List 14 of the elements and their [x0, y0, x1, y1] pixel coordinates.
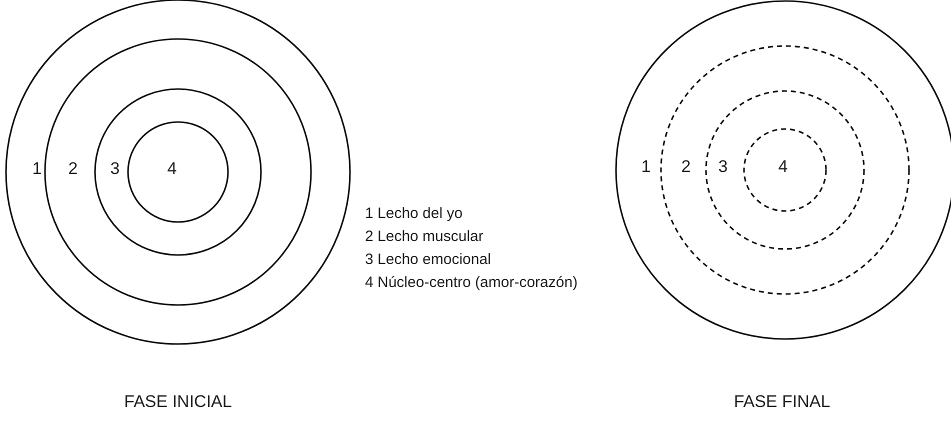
ring-number: 1	[32, 159, 42, 179]
legend-item: 1 Lecho del yo	[365, 205, 463, 222]
ring-number: 2	[68, 159, 78, 179]
ring-number: 1	[641, 157, 651, 177]
phase-caption: FASE INICIAL	[124, 392, 232, 412]
ring-number: 2	[681, 157, 691, 177]
ring-number: 3	[718, 157, 728, 177]
ring-number: 4	[778, 157, 788, 177]
phase-caption: FASE FINAL	[734, 392, 830, 412]
ring-number: 3	[110, 159, 120, 179]
legend-item: 3 Lecho emocional	[365, 251, 491, 268]
legend-item: 2 Lecho muscular	[365, 228, 484, 245]
legend-item: 4 Núcleo-centro (amor-corazón)	[365, 274, 578, 291]
ring-number: 4	[167, 159, 177, 179]
